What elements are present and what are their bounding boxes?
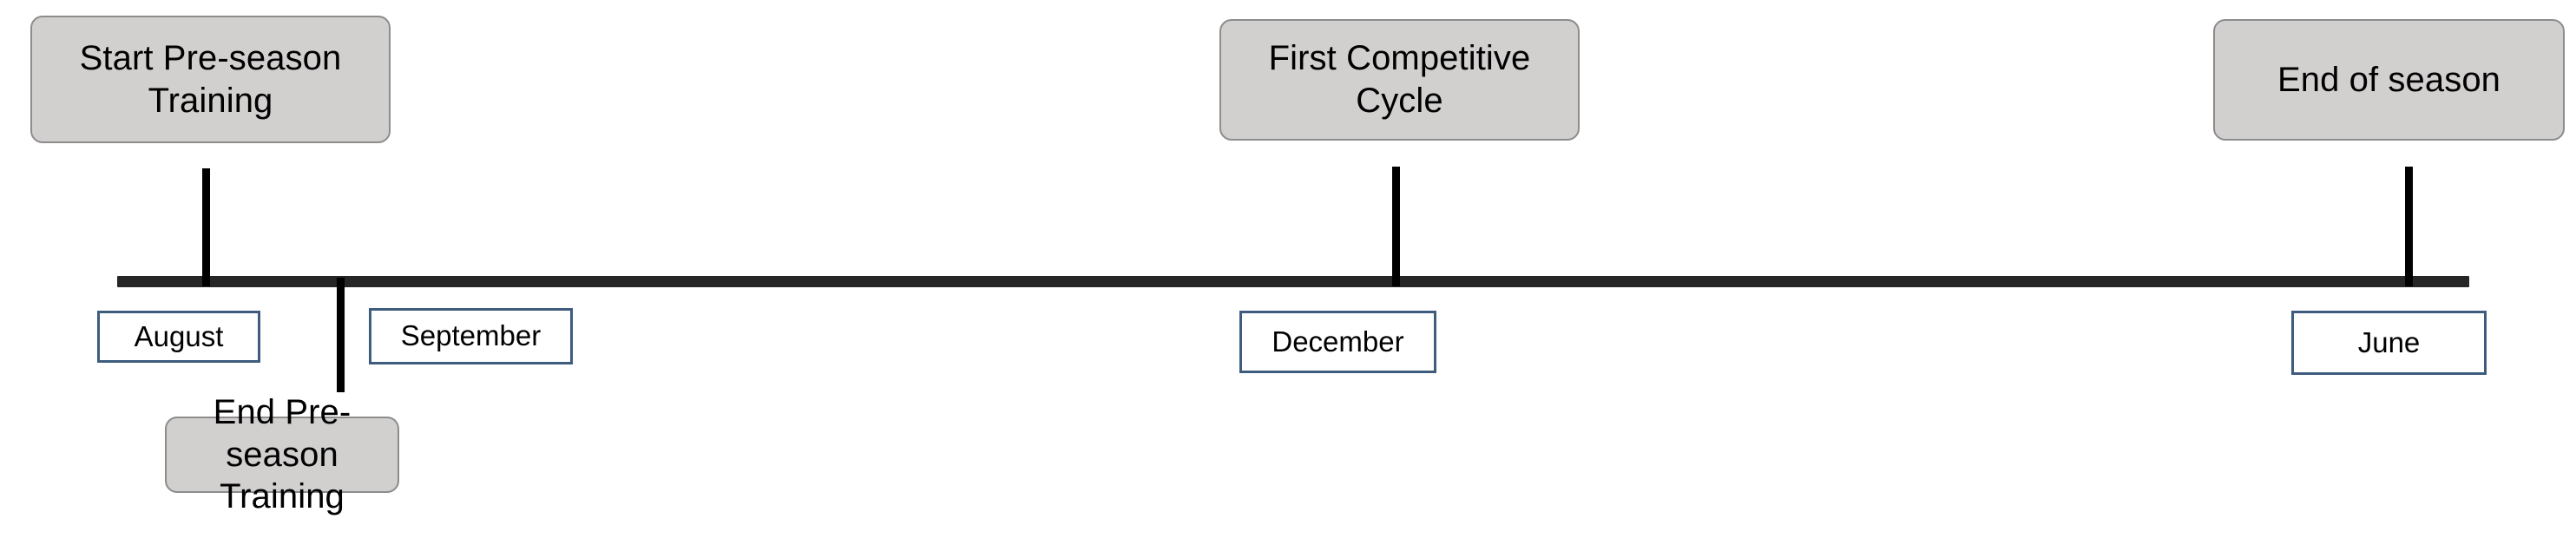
month-label-september[interactable]: September bbox=[369, 308, 573, 364]
month-label-december[interactable]: December bbox=[1239, 311, 1436, 373]
tick-start-pre-season-training bbox=[202, 168, 210, 286]
tick-end-of-season bbox=[2405, 167, 2413, 286]
timeline-axis bbox=[117, 276, 2469, 287]
month-label-august[interactable]: August bbox=[97, 311, 260, 363]
month-label-june[interactable]: June bbox=[2291, 311, 2487, 375]
tick-end-pre-season-training bbox=[337, 278, 345, 392]
event-box-end-of-season[interactable]: End of season bbox=[2213, 19, 2565, 141]
event-box-start-pre-season-training[interactable]: Start Pre-season Training bbox=[30, 16, 391, 143]
tick-first-competitive-cycle bbox=[1392, 167, 1400, 286]
event-box-end-pre-season-training[interactable]: End Pre-season Training bbox=[165, 393, 399, 515]
event-box-first-competitive-cycle[interactable]: First Competitive Cycle bbox=[1219, 19, 1580, 141]
